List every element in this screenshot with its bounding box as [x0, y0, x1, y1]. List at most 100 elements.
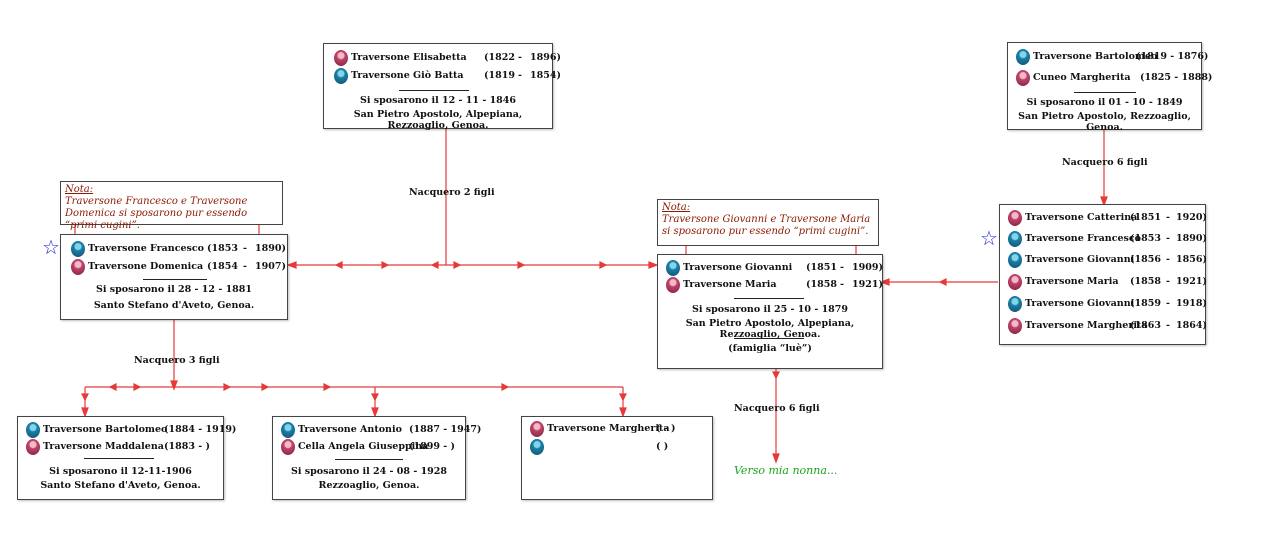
- note-text: Traversone Francesco e Traversone Domeni…: [65, 196, 248, 231]
- female-avatar-icon: [1016, 70, 1030, 86]
- person-row: Traversone Elisabetta (1822 - 1896): [334, 50, 561, 68]
- divider: [1074, 92, 1136, 93]
- person-row: Traversone Antonio (1887 - 1947): [281, 422, 481, 440]
- marriage-date: Si sposarono il 24 - 08 - 1928: [290, 466, 448, 477]
- sibling-row: Traversone Catterina (1851 - 1920): [1008, 210, 1207, 228]
- person-row: Traversone Domenica (1854 - 1907): [71, 259, 286, 277]
- marriage-place: Rezzoaglio, Genoa.: [318, 480, 420, 491]
- female-avatar-icon: [71, 259, 85, 275]
- marriage-date: Si sposarono il 25 - 10 - 1879: [691, 304, 849, 315]
- female-avatar-icon: [1008, 210, 1022, 226]
- male-avatar-icon: [71, 241, 85, 257]
- children-count-label: Nacquero 6 figli: [734, 403, 820, 414]
- male-avatar-icon: [281, 422, 295, 438]
- marriage-date: Si sposarono il 12-11-1906: [49, 466, 192, 477]
- divider: [734, 298, 804, 299]
- person-name: Traversone Maria: [1025, 276, 1119, 287]
- person-row: Traversone Maddalena (1883 - ): [26, 439, 221, 457]
- person-name: Cella Angela Giuseppina: [298, 441, 429, 452]
- male-avatar-icon: [26, 422, 40, 438]
- person-row: Cella Angela Giuseppina (1899 - ): [281, 439, 463, 457]
- person-row: Traversone Bartolomeo (1819 - 1876): [1016, 49, 1208, 67]
- person-row: Traversone Giò Batta (1819 - 1854): [334, 68, 561, 86]
- person-name: Traversone Margherita: [1025, 320, 1148, 331]
- divider: [734, 338, 804, 339]
- note-title: Nota:: [65, 184, 94, 195]
- person-name: Traversone Bartolomeo: [43, 424, 168, 435]
- person-name: Traversone Domenica: [88, 261, 204, 272]
- person-name: Traversone Giò Batta: [351, 70, 464, 81]
- male-avatar-icon: [666, 260, 680, 276]
- marriage-place: Santo Stefano d'Aveto, Genoa.: [93, 300, 255, 311]
- child-margherita-card: Traversone Margherita ( - ) ( ): [521, 416, 713, 500]
- marriage-place: San Pietro Apostolo, Alpepiana, Rezzoagl…: [685, 318, 855, 340]
- person-name: Traversone Margherita: [547, 423, 670, 434]
- person-name: Traversone Giovanni: [1025, 254, 1135, 265]
- person-name: Traversone Maria: [683, 279, 777, 290]
- children-count-label: Nacquero 2 figli: [409, 187, 495, 198]
- female-avatar-icon: [1008, 274, 1022, 290]
- sibling-row: Traversone Giovanni (1856 - 1856): [1008, 252, 1207, 270]
- male-avatar-icon: [1008, 252, 1022, 268]
- male-avatar-icon: [1016, 49, 1030, 65]
- person-row: Cuneo Margherita (1825 - 1888): [1016, 70, 1212, 88]
- children-count-label: Nacquero 6 figli: [1062, 157, 1148, 168]
- male-avatar-icon: [530, 439, 544, 455]
- person-row: Traversone Giovanni (1851 - 1909): [666, 260, 883, 278]
- star-icon: ☆: [42, 235, 60, 259]
- female-avatar-icon: [530, 421, 544, 437]
- note-title: Nota:: [662, 202, 691, 213]
- person-name: Traversone Elisabetta: [351, 52, 467, 63]
- person-name: Traversone Francesco: [88, 243, 204, 254]
- person-name: Traversone Francesco: [1025, 233, 1141, 244]
- sibling-row: Traversone Giovanni (1859 - 1918): [1008, 296, 1207, 314]
- child-bartolomeo-card: Traversone Bartolomeo (1884 - 1919) Trav…: [17, 416, 236, 500]
- person-name: Traversone Bartolomeo: [1033, 51, 1158, 62]
- sibling-row: Traversone Francesco (1853 - 1890): [1008, 231, 1207, 249]
- person-name: Traversone Maddalena: [43, 441, 164, 452]
- siblings-card: Traversone Catterina (1851 - 1920) Trave…: [999, 204, 1207, 345]
- person-row: Traversone Francesco (1853 - 1890): [71, 241, 286, 259]
- person-name: Cuneo Margherita: [1033, 72, 1131, 83]
- female-avatar-icon: [334, 50, 348, 66]
- note-text: Traversone Giovanni e Traversone Maria s…: [662, 214, 871, 237]
- marriage-date: Si sposarono il 12 - 11 - 1846: [359, 95, 517, 106]
- person-row: Traversone Margherita ( - ): [530, 421, 710, 439]
- divider: [84, 458, 154, 459]
- marriage-place: San Pietro Apostolo, Alpepiana, Rezzoagl…: [353, 109, 523, 131]
- parents-bartolomeo-margherita-card: Traversone Bartolomeo (1819 - 1876) Cune…: [1007, 42, 1212, 133]
- note-right: Nota: Traversone Giovanni e Traversone M…: [657, 199, 879, 246]
- child-antonio-card: Traversone Antonio (1887 - 1947) Cella A…: [272, 416, 481, 500]
- children-count-label: Nacquero 3 figli: [134, 355, 220, 366]
- person-name: Traversone Giovanni: [683, 262, 793, 273]
- note-left: Nota: Traversone Francesco e Traversone …: [60, 181, 283, 231]
- person-name: Traversone Catterina: [1025, 212, 1138, 223]
- male-avatar-icon: [1008, 231, 1022, 247]
- marriage-place: Santo Stefano d'Aveto, Genoa.: [40, 480, 201, 491]
- male-avatar-icon: [1008, 296, 1022, 312]
- parents-elisabetta-giobatta-card: Traversone Elisabetta (1822 - 1896) Trav…: [323, 43, 561, 131]
- female-avatar-icon: [26, 439, 40, 455]
- person-name: Traversone Giovanni: [1025, 298, 1135, 309]
- male-avatar-icon: [334, 68, 348, 84]
- divider: [335, 459, 403, 460]
- to-grandma-label: Verso mia nonna...: [734, 464, 838, 477]
- sibling-row: Traversone Maria (1858 - 1921): [1008, 274, 1207, 292]
- divider: [143, 279, 207, 280]
- star-icon: ☆: [980, 226, 998, 250]
- female-avatar-icon: [281, 439, 295, 455]
- marriage-date: Si sposarono il 28 - 12 - 1881: [95, 284, 253, 295]
- person-name: Traversone Antonio: [298, 424, 402, 435]
- person-row: Traversone Maria (1858 - 1921): [666, 277, 883, 295]
- person-row: Traversone Bartolomeo (1884 - 1919): [26, 422, 236, 440]
- female-avatar-icon: [666, 277, 680, 293]
- female-avatar-icon: [1008, 318, 1022, 334]
- sibling-row: Traversone Margherita (1863 - 1864): [1008, 318, 1207, 336]
- marriage-date: Si sposarono il 01 - 10 - 1849: [1026, 97, 1183, 108]
- family-nickname: (famiglia “luè”): [728, 343, 812, 354]
- divider: [399, 90, 469, 91]
- couple-giovanni-maria-card: Traversone Giovanni (1851 - 1909) Traver…: [657, 254, 883, 369]
- couple-francesco-domenica-card: Traversone Francesco (1853 - 1890) Trave…: [60, 234, 288, 320]
- person-row: ( ): [530, 439, 710, 457]
